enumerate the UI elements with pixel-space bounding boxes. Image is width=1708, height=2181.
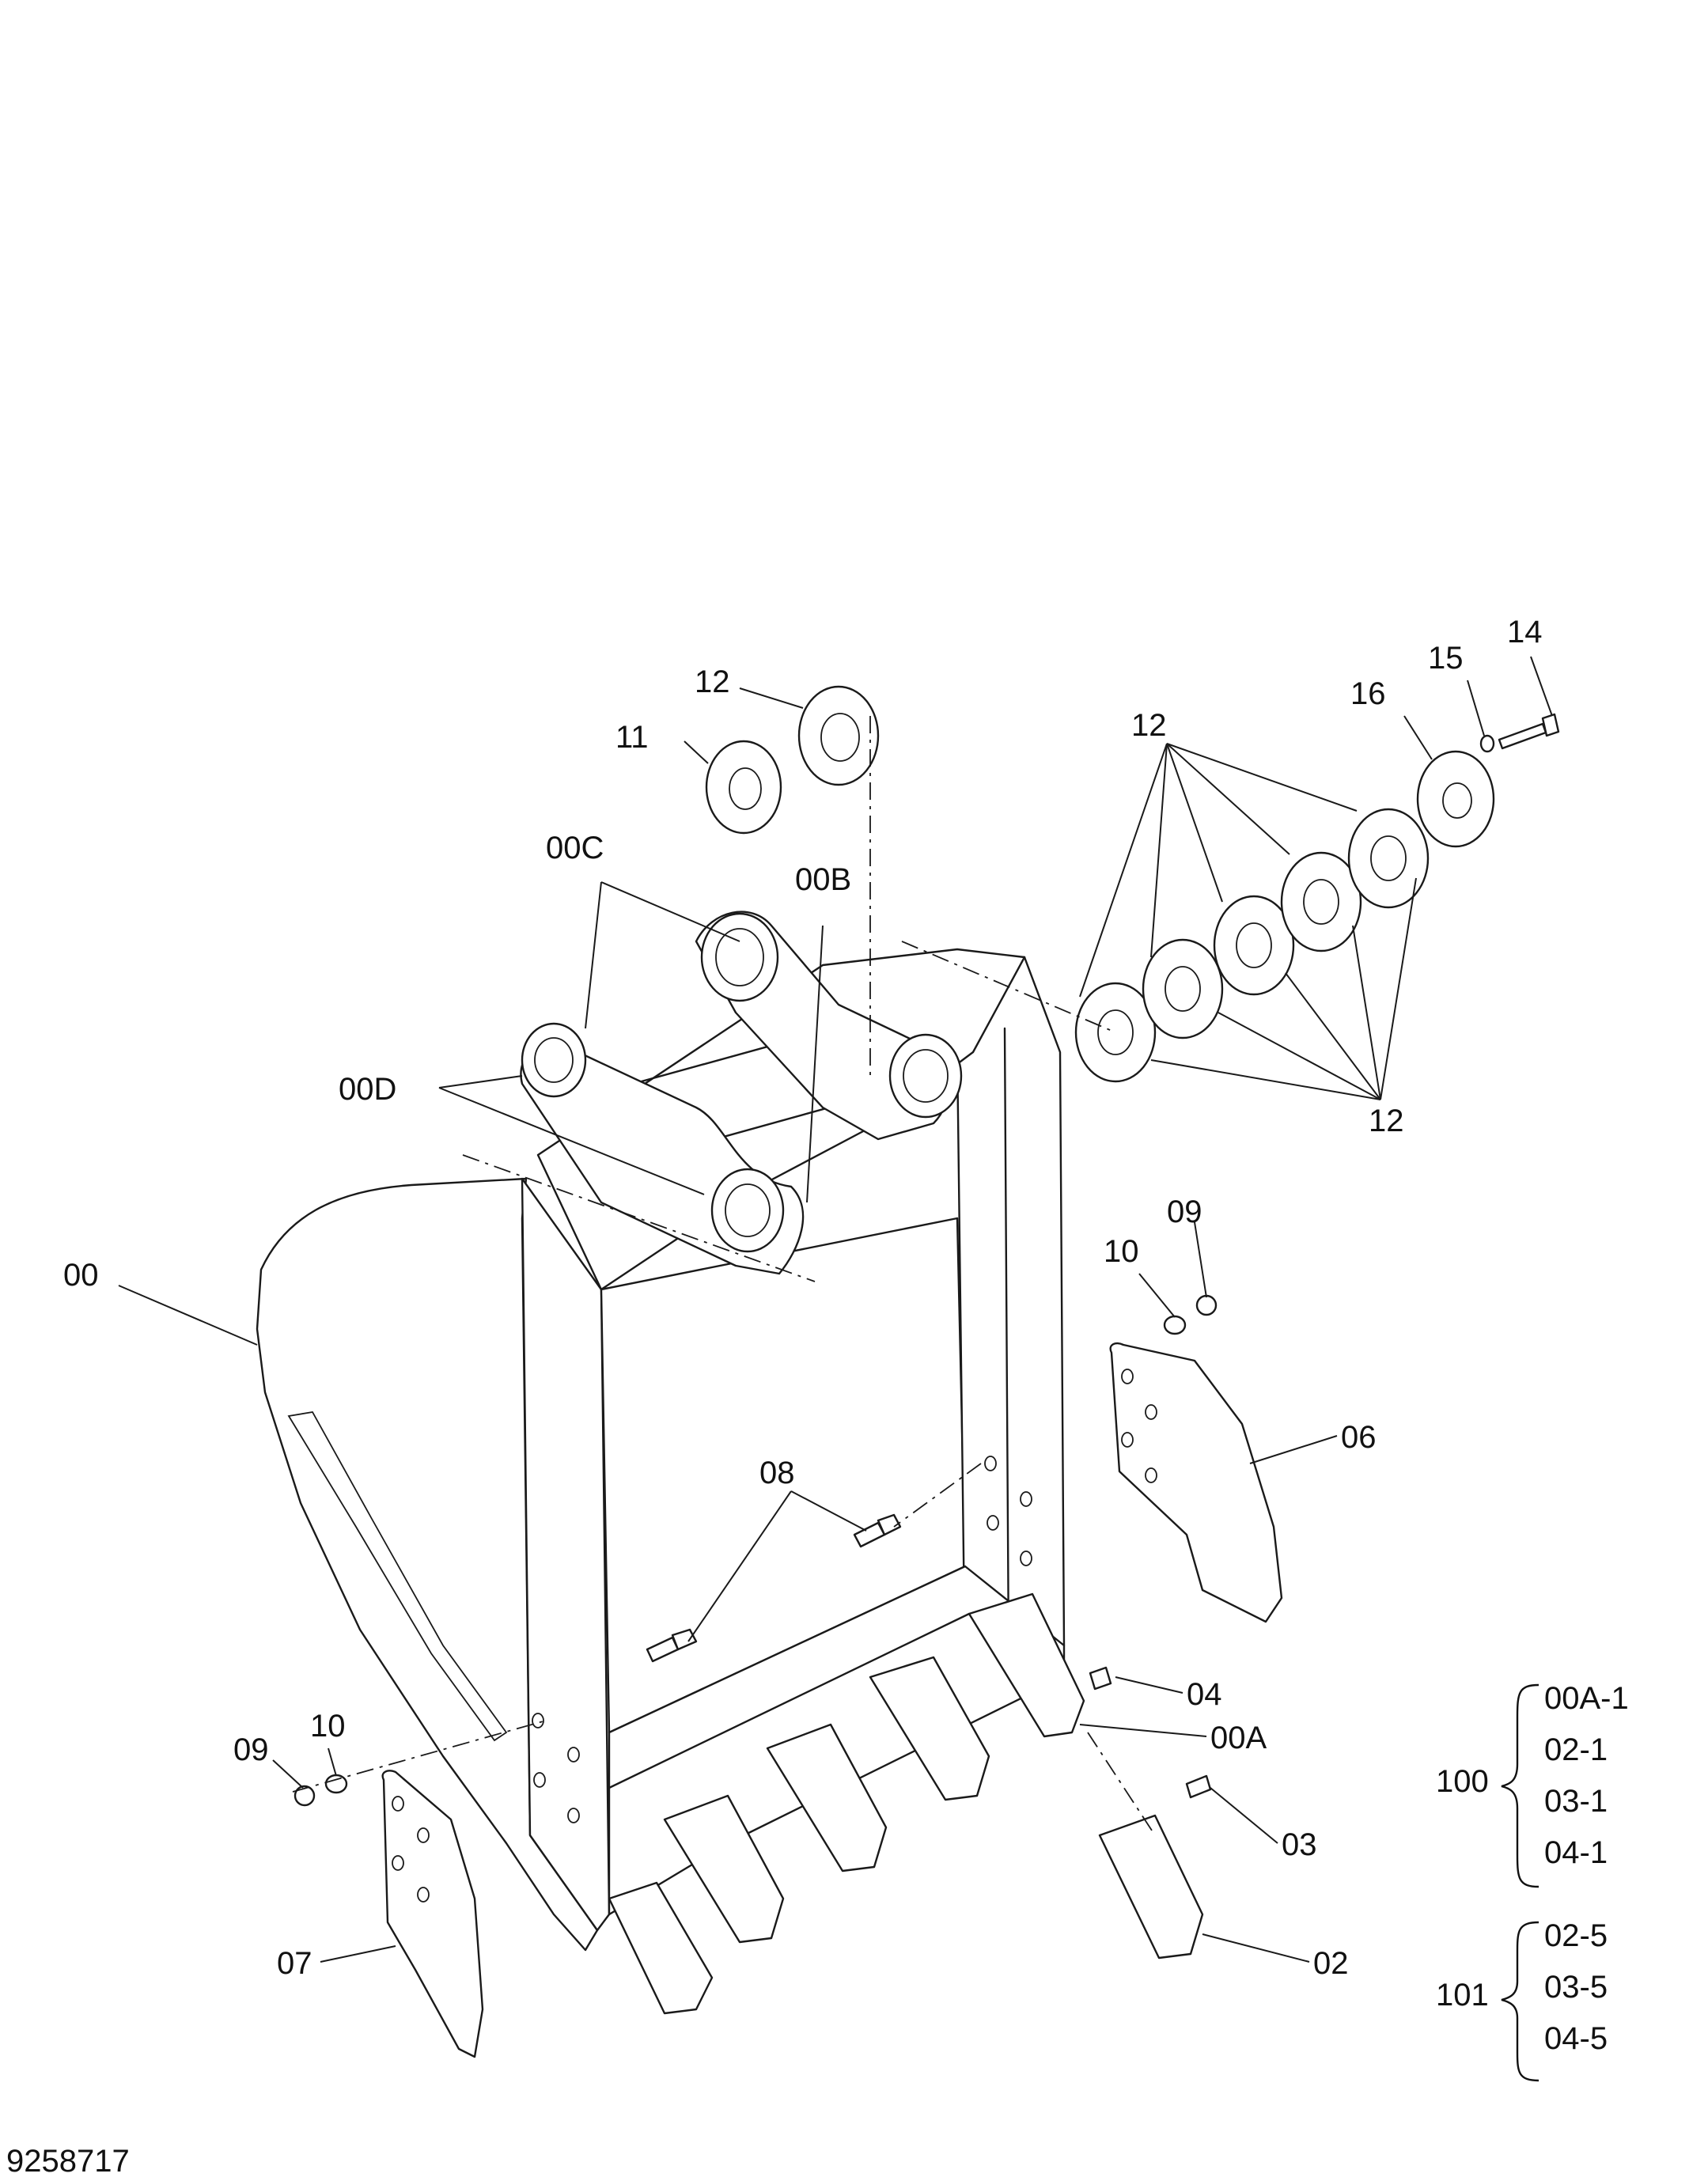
washer-15: [1479, 734, 1495, 753]
pin-03: [1185, 1774, 1212, 1799]
shim-stack-12: [1074, 808, 1430, 1083]
tooth-4: [869, 1656, 990, 1801]
label-06: 06: [1341, 1420, 1377, 1455]
kit-101-item: 02-5: [1544, 1918, 1608, 1953]
label-00D: 00D: [339, 1072, 396, 1107]
shim-12-top: [797, 685, 880, 786]
pin-04: [1089, 1666, 1112, 1691]
label-00C: 00C: [546, 831, 604, 865]
label-11: 11: [615, 720, 649, 755]
label-12-mid: 12: [1131, 708, 1167, 743]
nut-washer-09-10-left: [294, 1774, 348, 1807]
label-07: 07: [277, 1946, 312, 1981]
kit-100-number: 100: [1436, 1764, 1489, 1799]
plate-16: [1416, 750, 1495, 848]
kit-100-item: 02-1: [1544, 1732, 1608, 1767]
kit-101-number: 101: [1436, 1978, 1489, 2013]
side-bolt-holes: [532, 1456, 1032, 1823]
side-cutter-06: [1109, 1342, 1283, 1623]
tooth-2: [663, 1794, 785, 1944]
bolt-08-upper: [853, 1513, 902, 1548]
label-14: 14: [1507, 615, 1543, 649]
boss-00D: [710, 1168, 785, 1253]
side-cutter-07: [381, 1770, 484, 2058]
tooth-loose: [1098, 1814, 1204, 1959]
label-09-left: 09: [233, 1732, 269, 1767]
label-10-left: 10: [310, 1709, 346, 1744]
bolt-14: [1498, 713, 1560, 750]
kit-100-item: 04-1: [1544, 1835, 1608, 1870]
boss-00C-upper: [700, 912, 779, 1002]
kit-101-item: 03-5: [1544, 1970, 1608, 2005]
kit-legend-101: 101 02-5 03-5 04-5: [1436, 1918, 1608, 2082]
bucket-teeth: [608, 1592, 1204, 2015]
callout-labels: 00 00A 00B 00C 00D 02 03 04 06 07 08 09 …: [63, 615, 1543, 1981]
kit-100-item: 00A-1: [1544, 1681, 1629, 1716]
leader-lines: [118, 656, 1553, 1963]
label-00: 00: [63, 1258, 99, 1293]
label-08: 08: [759, 1456, 795, 1490]
label-12-bottom: 12: [1369, 1104, 1404, 1138]
label-15: 15: [1428, 641, 1464, 676]
drawing-number: 9258717: [6, 2144, 130, 2179]
label-00A: 00A: [1210, 1721, 1267, 1755]
label-04: 04: [1187, 1677, 1222, 1712]
kit-legend-100: 100 00A-1 02-1 03-1 04-1: [1436, 1681, 1629, 1888]
hitch-assembly: [520, 911, 1026, 1291]
label-09-right: 09: [1167, 1195, 1202, 1229]
tooth-1: [608, 1881, 714, 2015]
bolt-08-lower: [646, 1628, 698, 1663]
kit-101-item: 04-5: [1544, 2021, 1608, 2056]
tooth-3: [766, 1723, 888, 1872]
boss-00C-lower: [521, 1022, 587, 1098]
tooth-5: [968, 1592, 1085, 1738]
label-16: 16: [1350, 676, 1386, 711]
label-03: 03: [1282, 1827, 1317, 1862]
label-00B: 00B: [795, 862, 851, 897]
label-02: 02: [1313, 1946, 1349, 1981]
shim-11: [705, 740, 782, 835]
label-10-right: 10: [1104, 1234, 1139, 1269]
label-12-top: 12: [695, 665, 730, 699]
boss-00B: [888, 1033, 963, 1119]
kit-100-item: 03-1: [1544, 1784, 1608, 1819]
